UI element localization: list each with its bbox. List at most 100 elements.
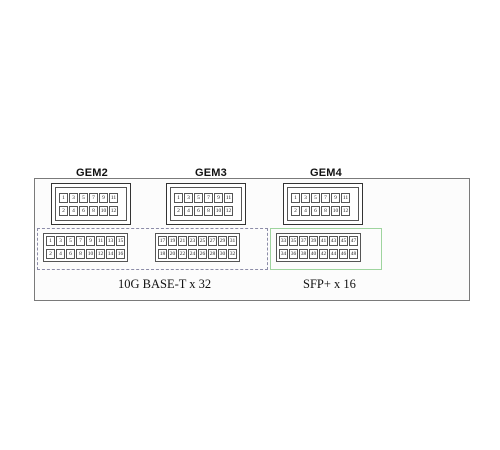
port-12: 12: [109, 205, 118, 216]
port-3: 3: [56, 236, 65, 246]
port-11: 11: [96, 236, 105, 246]
port-5: 5: [66, 236, 75, 246]
port-7: 7: [321, 192, 330, 203]
gem2-title: GEM2: [76, 167, 108, 179]
port-38: 38: [299, 249, 308, 259]
port-45: 45: [339, 236, 348, 246]
port-30: 30: [218, 249, 227, 259]
port-4: 4: [69, 205, 78, 216]
port-24: 24: [188, 249, 197, 259]
port-6: 6: [311, 205, 320, 216]
port-18: 18: [158, 249, 167, 259]
port-12: 12: [341, 205, 350, 216]
port-8: 8: [321, 205, 330, 216]
port-7: 7: [89, 192, 98, 203]
port-25: 25: [198, 236, 207, 246]
port-15: 15: [116, 236, 125, 246]
port-42: 42: [319, 249, 328, 259]
port-37: 37: [299, 236, 308, 246]
port-29: 29: [218, 236, 227, 246]
port-36: 36: [289, 249, 298, 259]
port-9: 9: [86, 236, 95, 246]
port-27: 27: [208, 236, 217, 246]
port-32: 32: [228, 249, 237, 259]
port-48: 48: [349, 249, 358, 259]
port-8: 8: [76, 249, 85, 259]
port-26: 26: [198, 249, 207, 259]
port-3: 3: [69, 192, 78, 203]
port-5: 5: [194, 192, 203, 203]
port-9: 9: [331, 192, 340, 203]
port-34: 34: [279, 249, 288, 259]
gem4-title: GEM4: [310, 167, 342, 179]
port-6: 6: [194, 205, 203, 216]
port-20: 20: [168, 249, 177, 259]
port-6: 6: [79, 205, 88, 216]
port-9: 9: [99, 192, 108, 203]
port-1: 1: [59, 192, 68, 203]
port-43: 43: [329, 236, 338, 246]
port-35: 35: [289, 236, 298, 246]
port-1: 1: [291, 192, 300, 203]
port-10: 10: [99, 205, 108, 216]
port-7: 7: [204, 192, 213, 203]
port-8: 8: [204, 205, 213, 216]
port-6: 6: [66, 249, 75, 259]
port-4: 4: [301, 205, 310, 216]
port-1: 1: [174, 192, 183, 203]
port-23: 23: [188, 236, 197, 246]
port-14: 14: [106, 249, 115, 259]
port-5: 5: [311, 192, 320, 203]
port-21: 21: [178, 236, 187, 246]
port-10: 10: [214, 205, 223, 216]
port-11: 11: [224, 192, 233, 203]
port-10: 10: [86, 249, 95, 259]
port-47: 47: [349, 236, 358, 246]
port-2: 2: [46, 249, 55, 259]
port-2: 2: [59, 205, 68, 216]
port-3: 3: [184, 192, 193, 203]
port-19: 19: [168, 236, 177, 246]
base-t-caption: 10G BASE-T x 32: [118, 277, 212, 291]
port-7: 7: [76, 236, 85, 246]
port-16: 16: [116, 249, 125, 259]
port-40: 40: [309, 249, 318, 259]
port-4: 4: [56, 249, 65, 259]
port-11: 11: [109, 192, 118, 203]
port-12: 12: [96, 249, 105, 259]
port-3: 3: [301, 192, 310, 203]
sfp-caption: SFP+ x 16: [303, 277, 356, 291]
port-17: 17: [158, 236, 167, 246]
port-31: 31: [228, 236, 237, 246]
port-8: 8: [89, 205, 98, 216]
port-28: 28: [208, 249, 217, 259]
port-22: 22: [178, 249, 187, 259]
port-1: 1: [46, 236, 55, 246]
port-39: 39: [309, 236, 318, 246]
port-2: 2: [174, 205, 183, 216]
port-13: 13: [106, 236, 115, 246]
port-46: 46: [339, 249, 348, 259]
port-5: 5: [79, 192, 88, 203]
port-10: 10: [331, 205, 340, 216]
port-11: 11: [341, 192, 350, 203]
